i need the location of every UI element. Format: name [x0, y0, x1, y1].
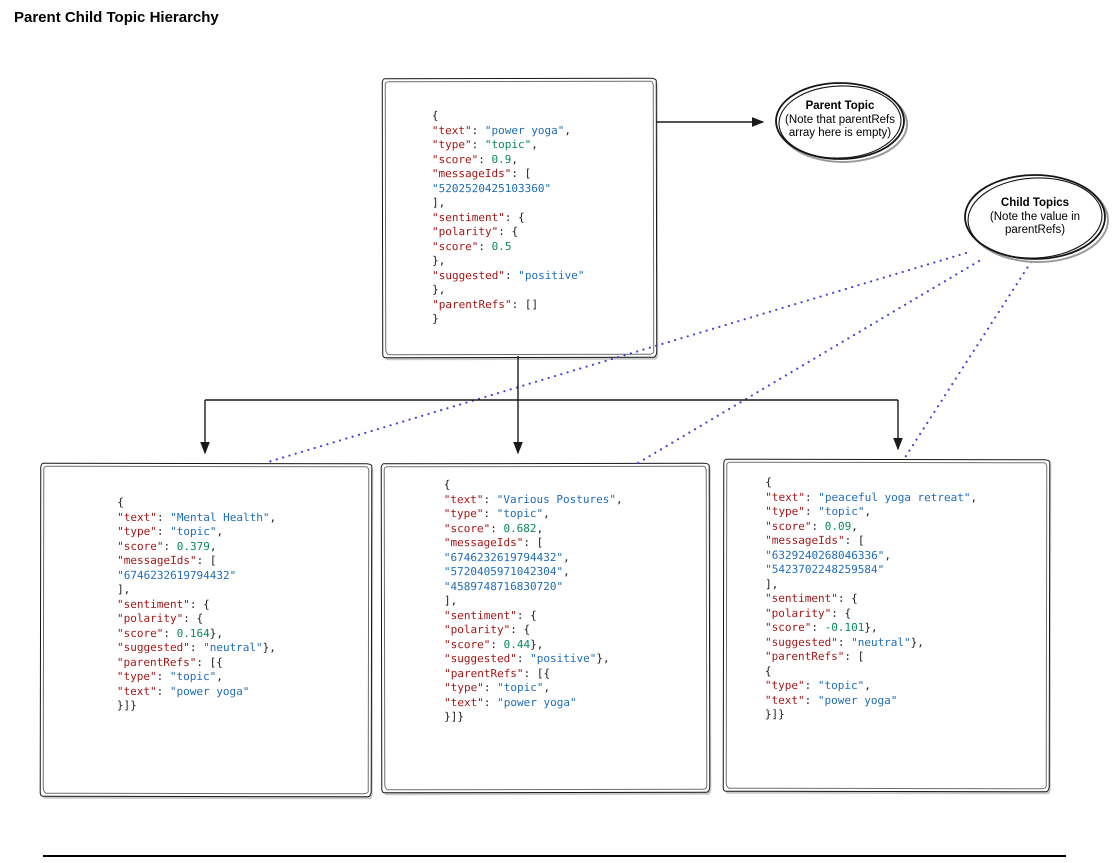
json-code-line: "suggested": "neutral"},	[764, 635, 924, 649]
json-code-line: }]}	[116, 698, 137, 712]
json-code-line: "parentRefs": [	[764, 649, 865, 663]
json-code-line: "text": "power yoga"	[444, 695, 577, 709]
parent-topic-callout-title: Parent Topic	[805, 100, 875, 112]
json-code-line: "text": "power yoga",	[431, 123, 571, 137]
json-code-line: ],	[431, 196, 446, 210]
json-code-line: "polarity": {	[443, 623, 531, 637]
dotted-link-child3	[902, 260, 1033, 461]
bottom-divider	[43, 855, 1066, 857]
child-topics-callout-title: Child Topics	[1000, 197, 1070, 209]
json-code-line: "polarity": {	[432, 225, 519, 239]
child-topic-json-peaceful-yoga-retreat: {"text": "peaceful yoga retreat","type":…	[765, 476, 977, 723]
parent-topic-callout: Parent Topic (Note that parentRefs array…	[780, 100, 900, 141]
json-code-line: "parentRefs": [{	[116, 655, 223, 669]
json-code-line: ],	[443, 594, 458, 608]
json-code-line: "5720405971042304",	[443, 564, 570, 579]
child-topics-callout-note: (Note the value in parentRefs)	[989, 210, 1081, 237]
json-code-line: "type": "topic",	[765, 504, 872, 518]
json-code-line: "sentiment": {	[431, 210, 525, 224]
json-code-line: "sentiment": {	[117, 597, 210, 611]
json-code-line: "text": "Various Postures",	[443, 492, 623, 506]
json-code-line: "score": 0.379,	[117, 539, 217, 553]
child-topic-node-mental-health: {"text": "Mental Health","type": "topic"…	[39, 462, 373, 798]
json-code-line: "score": 0.44},	[444, 637, 544, 651]
json-code-line: "polarity": {	[765, 606, 852, 620]
json-code-line: "text": "Mental Health",	[117, 510, 277, 524]
child-topic-json-various-postures: {"text": "Various Postures","type": "top…	[444, 478, 623, 725]
json-code-line: "messageIds": [	[431, 166, 532, 181]
parent-topic-node: {"text": "power yoga","type": "topic","s…	[381, 77, 658, 359]
json-code-line: {	[765, 475, 772, 489]
json-code-line: "score": 0.9,	[431, 152, 519, 166]
json-code-line: "type": "topic",	[443, 506, 550, 521]
json-code-line: "text": "power yoga"	[764, 693, 898, 707]
json-code-line: "text": "peaceful yoga retreat",	[765, 490, 978, 504]
json-code-line: "suggested": "positive"},	[444, 651, 610, 666]
json-code-line: }	[432, 312, 439, 326]
json-code-line: "6329240268046336",	[765, 548, 891, 562]
json-code-line: "sentiment": {	[765, 591, 858, 605]
json-code-line: "6746232619794432"	[117, 568, 237, 582]
json-code-line: "type": "topic",	[116, 669, 223, 684]
json-code-line: {	[117, 495, 124, 509]
json-code-line: "4589748716830720"	[443, 579, 564, 593]
dotted-link-child2	[636, 259, 981, 465]
json-code-line: ],	[117, 582, 131, 596]
json-code-line: },	[432, 254, 446, 268]
json-code-line: }]}	[444, 710, 465, 724]
json-code-line: "5423702248259584"	[765, 562, 885, 576]
json-code-line: },	[432, 283, 446, 297]
json-code-line: "score": 0.164},	[116, 626, 223, 640]
json-code-line: {	[764, 664, 772, 678]
json-code-line: "messageIds": [	[443, 536, 544, 550]
json-code-line: "sentiment": {	[443, 608, 537, 622]
parent-topic-json: {"text": "power yoga","type": "topic","s…	[432, 109, 585, 327]
json-code-line: "5202520425103360"	[431, 181, 552, 195]
json-code-line: "suggested": "positive"	[432, 268, 585, 282]
json-code-line: {	[431, 109, 439, 123]
json-code-line: {	[443, 478, 451, 492]
json-code-line: "parentRefs": [{	[444, 666, 551, 680]
json-code-line: "score": 0.09,	[765, 519, 858, 533]
json-code-line: "score": 0.5	[432, 239, 512, 253]
json-code-line: "messageIds": [	[117, 553, 217, 568]
json-code-line: "type": "topic",	[431, 137, 538, 152]
json-code-line: "score": -0.101},	[764, 620, 878, 634]
json-code-line: "type": "topic",	[117, 524, 224, 539]
json-code-line: "parentRefs": []	[432, 297, 539, 311]
json-code-line: "messageIds": [	[765, 533, 865, 547]
child-topic-node-peaceful-yoga-retreat: {"text": "peaceful yoga retreat","type":…	[722, 458, 1051, 793]
json-code-line: "polarity": {	[117, 611, 204, 625]
child-topic-node-various-postures: {"text": "Various Postures","type": "top…	[380, 462, 711, 794]
json-code-line: ],	[765, 577, 779, 591]
json-code-line: }]}	[764, 707, 785, 721]
json-code-line: "6746232619794432",	[443, 550, 570, 564]
parent-topic-callout-note: (Note that parentRefs array here is empt…	[785, 113, 895, 140]
json-code-line: "type": "topic",	[764, 678, 871, 692]
json-code-line: "score": 0.682,	[443, 521, 544, 535]
json-code-line: "type": "topic",	[444, 680, 551, 695]
page-title: Parent Child Topic Hierarchy	[14, 9, 219, 26]
json-code-line: "suggested": "neutral"},	[116, 640, 276, 655]
child-topics-callout: Child Topics (Note the value in parentRe…	[975, 197, 1095, 238]
child-topic-json-mental-health: {"text": "Mental Health","type": "topic"…	[117, 496, 276, 714]
json-code-line: "text": "power yoga"	[116, 684, 250, 698]
